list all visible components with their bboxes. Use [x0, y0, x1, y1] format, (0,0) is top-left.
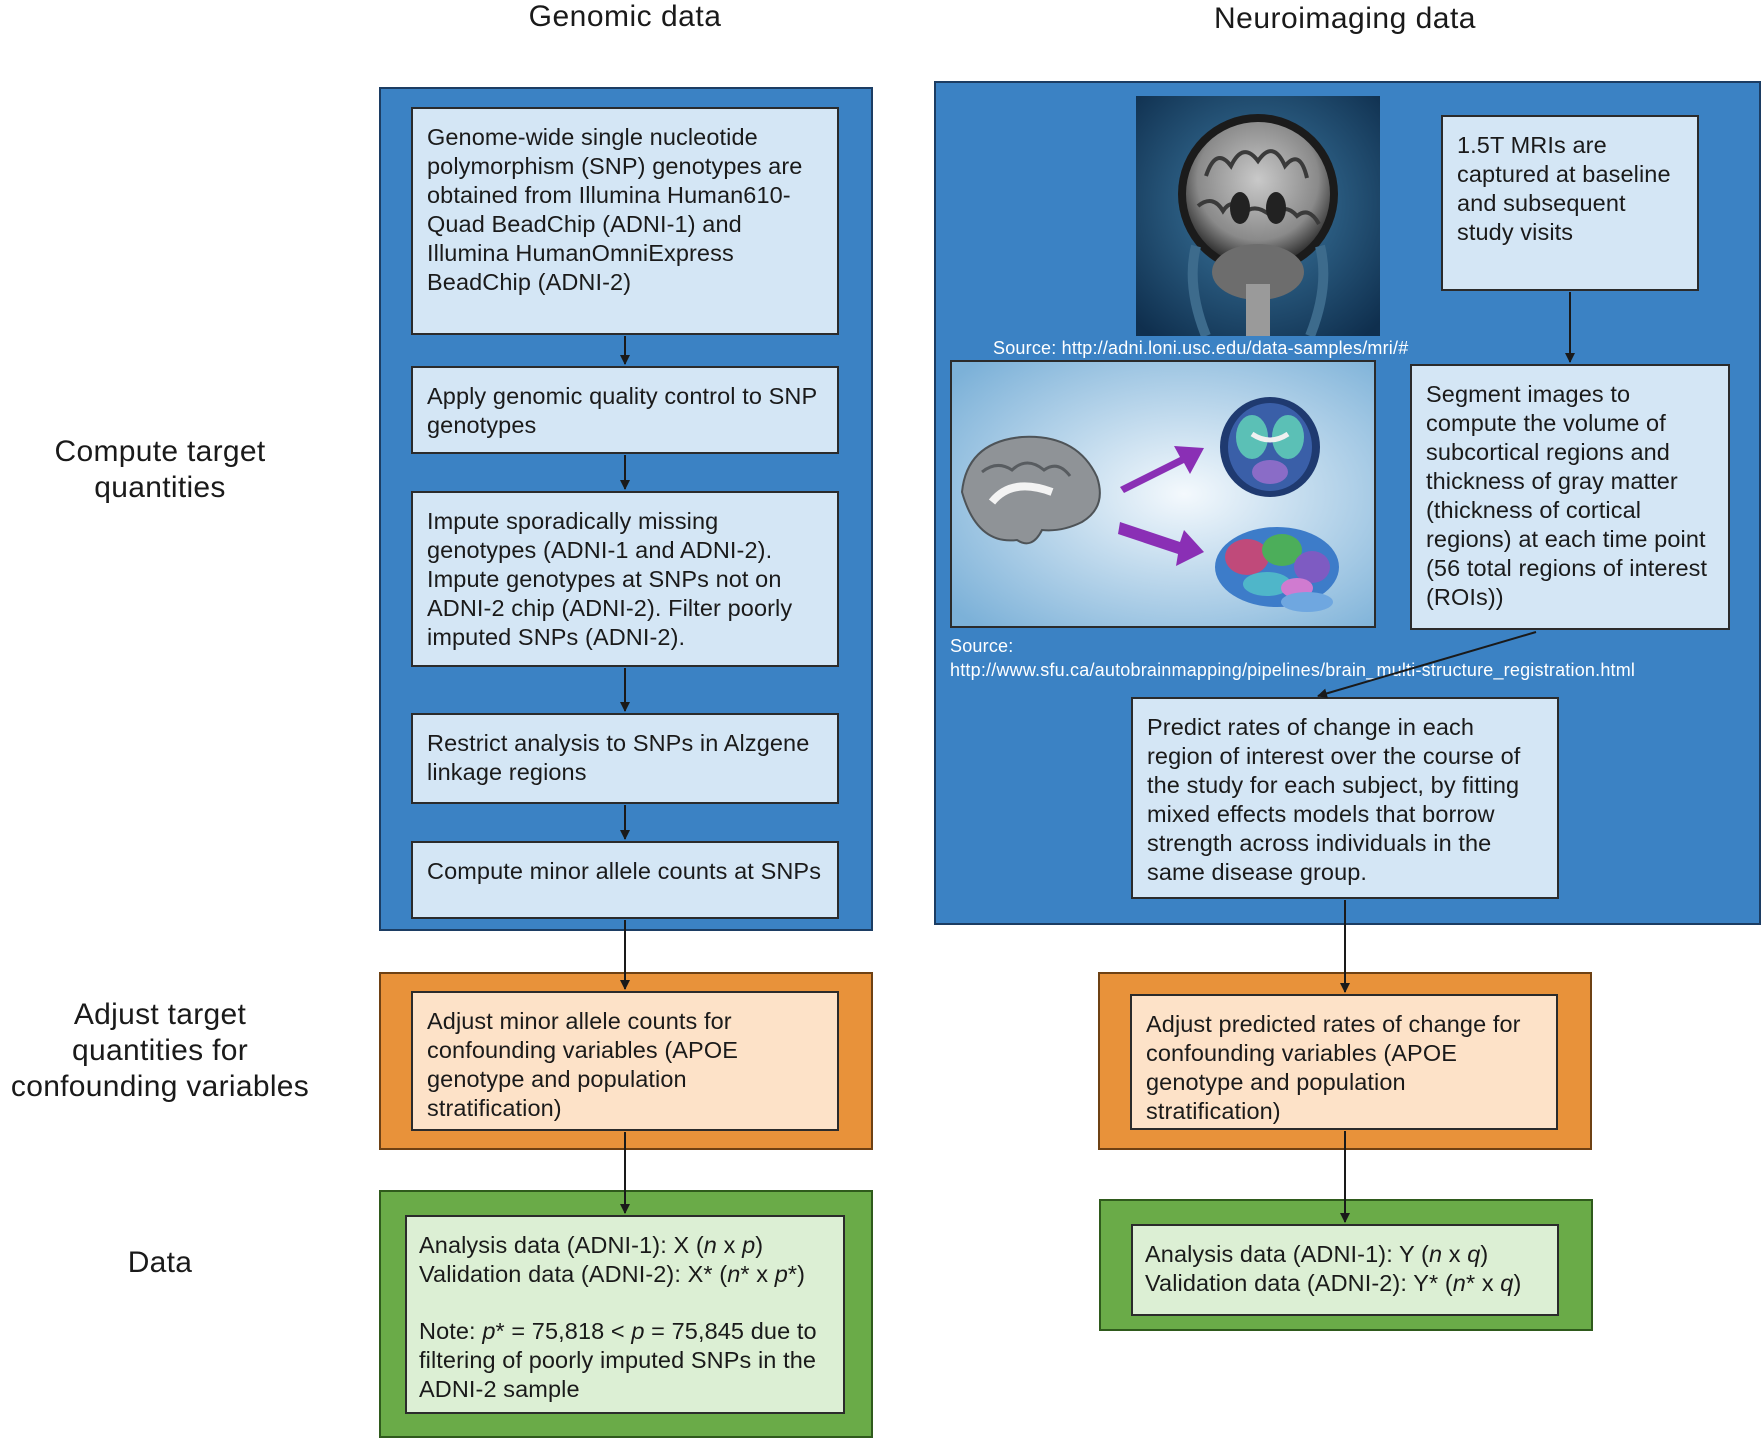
neuro-column-title: Neuroimaging data — [1214, 2, 1476, 35]
source-segmentation: Source: http://www.sfu.ca/autobrainmappi… — [950, 636, 1636, 680]
genomic-step-snp-genotypes: Genome-wide single nucleotide polymorphi… — [411, 107, 839, 335]
segmentation-picture — [952, 362, 1374, 626]
neuro-adjust-box: Adjust predicted rates of change for con… — [1130, 994, 1558, 1130]
row-label-compute: Compute target quantities — [54, 435, 266, 504]
mri-coronal-picture — [1136, 96, 1380, 336]
genomic-data-box: Analysis data (ADNI-1): X (n x p) Valida… — [405, 1215, 845, 1414]
source-mri: Source: http://adni.loni.usc.edu/data-sa… — [993, 338, 1409, 358]
segmentation-image — [950, 360, 1376, 628]
neuro-segment-box: Segment images to compute the volume of … — [1410, 364, 1730, 630]
genomic-step-quality-control: Apply genomic quality control to SNP gen… — [411, 366, 839, 454]
genomic-column-title: Genomic data — [528, 0, 722, 33]
genomic-analysis-line: Analysis data (ADNI-1): X (n x p) — [419, 1232, 764, 1258]
arrow-segment-to-predict — [1317, 631, 1537, 699]
mri-coronal-image — [1136, 96, 1380, 336]
genomic-step-minor-allele: Compute minor allele counts at SNPs — [411, 841, 839, 919]
row-label-data: Data — [127, 1246, 193, 1279]
neuro-validation-line: Validation data (ADNI-2): Y* (n* x q) — [1145, 1270, 1522, 1296]
neuro-predict-box: Predict rates of change in each region o… — [1131, 697, 1559, 899]
neuro-mri-box: 1.5T MRIs are captured at baseline and s… — [1441, 115, 1699, 291]
genomic-validation-line: Validation data (ADNI-2): X* (n* x p*) — [419, 1261, 806, 1287]
neuro-data-box: Analysis data (ADNI-1): Y (n x q) Valida… — [1131, 1224, 1559, 1316]
neuro-analysis-line: Analysis data (ADNI-1): Y (n x q) — [1145, 1241, 1489, 1267]
genomic-note: Note: p* = 75,818 < p = 75,845 due to fi… — [419, 1318, 817, 1402]
genomic-adjust-box: Adjust minor allele counts for confoundi… — [411, 991, 839, 1131]
genomic-step-impute: Impute sporadically missing genotypes (A… — [411, 491, 839, 667]
row-label-adjust: Adjust target quantities for confounding… — [10, 998, 310, 1103]
genomic-step-restrict: Restrict analysis to SNPs in Alzgene lin… — [411, 713, 839, 804]
